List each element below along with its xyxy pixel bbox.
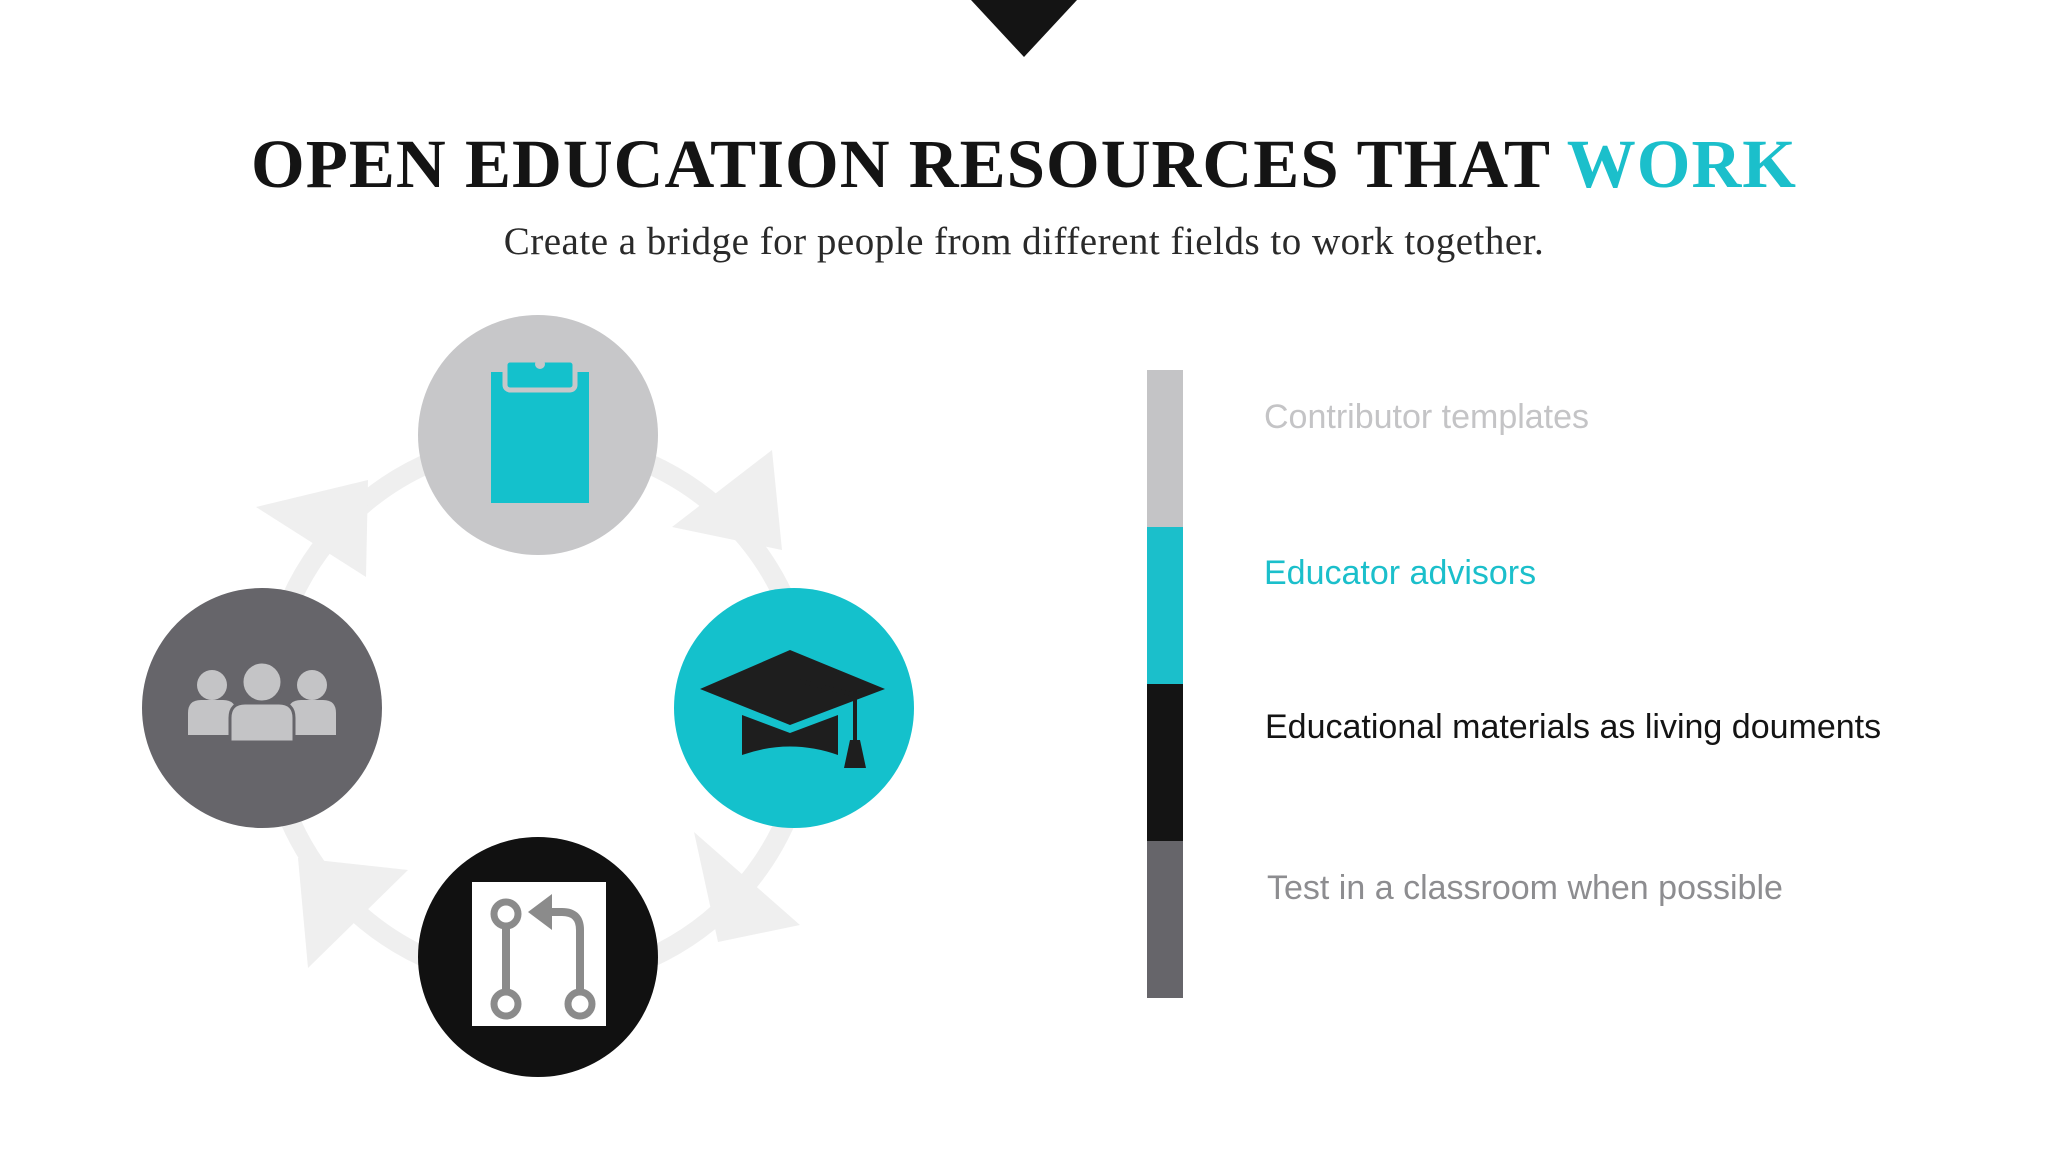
page-title: OPEN EDUCATION RESOURCES THAT WORK <box>0 130 2048 199</box>
title-main: OPEN EDUCATION RESOURCES THAT <box>251 126 1567 202</box>
pull-request-icon <box>472 882 606 1026</box>
cycle-arrow-2 <box>694 832 800 942</box>
title-accent: WORK <box>1566 126 1797 202</box>
cycle-node-graduation <box>674 588 914 828</box>
bar-segment-contributor <box>1147 370 1183 527</box>
cycle-node-pull-request <box>418 837 658 1077</box>
clipboard-icon <box>491 357 589 503</box>
list-item-educator: Educator advisors <box>1264 554 1537 592</box>
cycle-diagram <box>142 315 914 1077</box>
top-notch-triangle <box>971 0 1077 57</box>
cycle-arrow-1 <box>672 450 782 550</box>
list-item-materials: Educational materials as living douments <box>1265 708 1882 746</box>
list-item-contributor: Contributor templates <box>1264 398 1590 436</box>
bar-segment-test <box>1147 841 1183 998</box>
bar-segment-educator <box>1147 527 1183 684</box>
list-item-test: Test in a classroom when possible <box>1267 869 1783 907</box>
bar-segment-materials <box>1147 684 1183 841</box>
cycle-node-group <box>142 588 382 828</box>
group-icon <box>188 660 336 744</box>
cycle-arrow-4 <box>256 480 368 577</box>
cycle-node-clipboard <box>418 315 658 555</box>
graduation-cap-icon <box>700 650 885 768</box>
page-subtitle: Create a bridge for people from differen… <box>503 220 1545 263</box>
cycle-arrow-3 <box>298 858 408 968</box>
